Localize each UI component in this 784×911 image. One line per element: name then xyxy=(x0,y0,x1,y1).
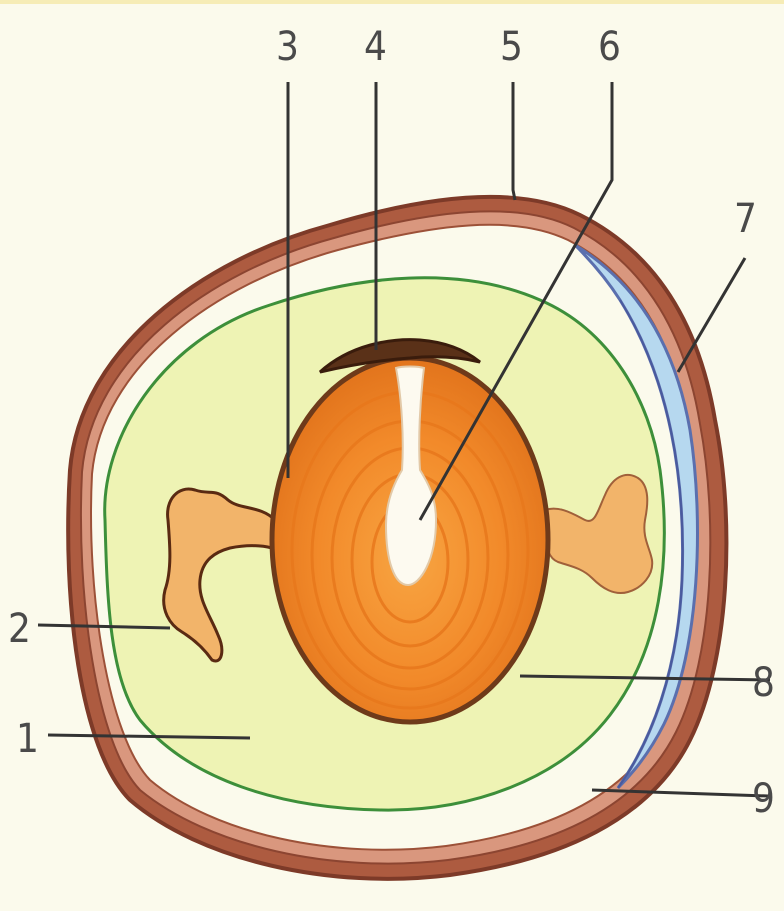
label-6: 6 xyxy=(598,24,621,70)
label-8: 8 xyxy=(752,660,775,706)
label-7: 7 xyxy=(734,196,757,242)
label-3: 3 xyxy=(276,24,299,70)
label-9: 9 xyxy=(752,776,775,822)
label-1: 1 xyxy=(16,716,39,762)
leader-line-5 xyxy=(513,82,515,200)
label-5: 5 xyxy=(500,24,523,70)
leader-line-7 xyxy=(678,258,745,372)
label-4: 4 xyxy=(364,24,387,70)
label-2: 2 xyxy=(8,606,31,652)
